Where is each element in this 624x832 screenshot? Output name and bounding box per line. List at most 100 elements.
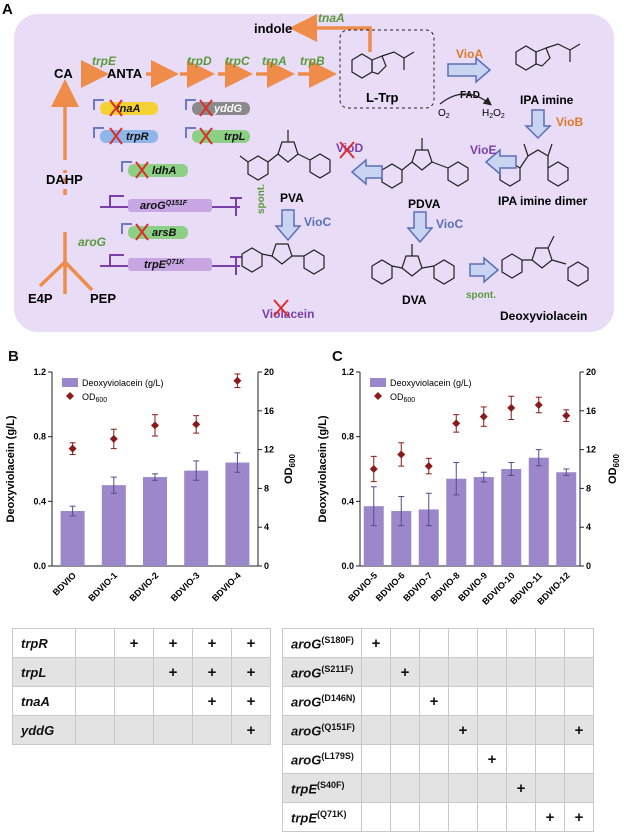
table-cell [535, 773, 565, 803]
gene-cassettes: tnaA yddG trpR trpL ldhA [93, 99, 250, 275]
y2-tick-label: 4 [586, 522, 591, 532]
table-cell [75, 715, 115, 745]
dva-label: DVA [402, 293, 427, 307]
y2-tick-label: 4 [264, 522, 269, 532]
bar [528, 457, 549, 566]
table-cell: + [153, 628, 193, 658]
ca-label: CA [54, 66, 73, 81]
pdva-label: PDVA [408, 197, 441, 211]
table-cell: + [231, 628, 271, 658]
table-cell: + [192, 686, 232, 716]
y2-axis-title: OD600 [607, 454, 621, 484]
vioE-arrow [484, 148, 517, 176]
table-cell [535, 744, 565, 774]
od-point [233, 376, 242, 385]
dahp-label: DAHP [46, 172, 83, 187]
svg-text:tnaA: tnaA [116, 103, 141, 115]
row-label: yddG [12, 715, 76, 745]
table-cell: + [448, 715, 478, 745]
table-cell [477, 773, 507, 803]
table-cell [419, 744, 449, 774]
table-cell [390, 628, 420, 658]
indole-label: indole [254, 21, 292, 36]
bar [143, 477, 167, 566]
table-cell [390, 773, 420, 803]
vioB-label: VioB [556, 115, 583, 129]
table-cell [477, 628, 507, 658]
table-row: trpE(S40F) + [282, 773, 594, 803]
legend-bar-swatch [62, 378, 78, 387]
svg-text:arsB: arsB [152, 227, 177, 239]
deoxyviolacein-label: Deoxyviolacein [500, 309, 587, 323]
ipa-imine-label: IPA imine [520, 93, 574, 107]
row-label: trpE(S40F) [282, 773, 362, 803]
row-label: aroG(S211F) [282, 657, 362, 687]
table-cell [506, 686, 536, 716]
y-axis-title: Deoxyviolacein (g/L) [5, 415, 17, 522]
gene-trpL: trpL [185, 127, 250, 145]
table-cell [448, 628, 478, 658]
row-label: aroG(L179S) [282, 744, 362, 774]
table-cell: + [390, 657, 420, 687]
x-tick-label: BDVIO-5 [346, 570, 379, 603]
od-point [369, 465, 378, 473]
table-cell [448, 744, 478, 774]
trpD-enzyme: trpD [187, 54, 212, 68]
gene-tnaA: tnaA [93, 99, 158, 117]
vioD-arrow [350, 158, 383, 186]
table-cell [75, 686, 115, 716]
pva-structure [239, 130, 331, 181]
deoxyviolacein-structure [501, 235, 589, 287]
y-tick-label: 0.0 [33, 561, 46, 571]
table-cell [419, 802, 449, 832]
panel-b-label: B [8, 348, 19, 365]
pdva-structure [381, 138, 469, 189]
table-cell [506, 628, 536, 658]
legend-point-label: OD600 [390, 392, 415, 404]
y2-tick-label: 12 [264, 445, 274, 455]
bar [184, 470, 209, 566]
y2-tick-label: 16 [586, 406, 596, 416]
dva-structure [371, 244, 455, 285]
table-row: aroG(Q151F)++ [282, 715, 594, 745]
table-cell [361, 773, 391, 803]
od-point [452, 419, 461, 428]
table-cell: + [153, 657, 193, 687]
table-cell [153, 686, 193, 716]
y-tick-label: 0.8 [33, 432, 46, 442]
ipa-imine-structure [515, 43, 581, 71]
legend-bar-label: Deoxyviolacein (g/L) [82, 378, 164, 388]
vioC-label-2: VioC [436, 217, 463, 231]
row-label: tnaA [12, 686, 76, 716]
table-cell [361, 802, 391, 832]
panel-a-label: A [2, 1, 13, 18]
table-cell [390, 744, 420, 774]
table-cell: + [192, 628, 232, 658]
svg-text:trpR: trpR [126, 131, 149, 143]
table-cell [419, 715, 449, 745]
y2-tick-label: 8 [586, 483, 591, 493]
pep-label: PEP [90, 291, 116, 306]
bar [473, 477, 494, 566]
vioC-arrow-2 [406, 211, 434, 244]
ltrp-label: L-Trp [366, 90, 399, 105]
y2-tick-label: 12 [586, 445, 596, 455]
od-point [151, 421, 159, 430]
table-cell [75, 657, 115, 687]
table-cell [390, 686, 420, 716]
trpA-enzyme: trpA [262, 54, 287, 68]
table-cell [535, 657, 565, 687]
table-cell [390, 715, 420, 745]
table-cell [192, 715, 232, 745]
table-cell [448, 657, 478, 687]
spont-label-1: spont. [256, 184, 267, 214]
bar [556, 472, 577, 566]
table-cell: + [506, 773, 536, 803]
table-cell [75, 628, 115, 658]
table-cell [477, 715, 507, 745]
y2-tick-label: 8 [264, 483, 269, 493]
vioB-arrow [524, 109, 552, 140]
x-tick-label: BDVIO-3 [169, 570, 202, 603]
table-cell [153, 715, 193, 745]
